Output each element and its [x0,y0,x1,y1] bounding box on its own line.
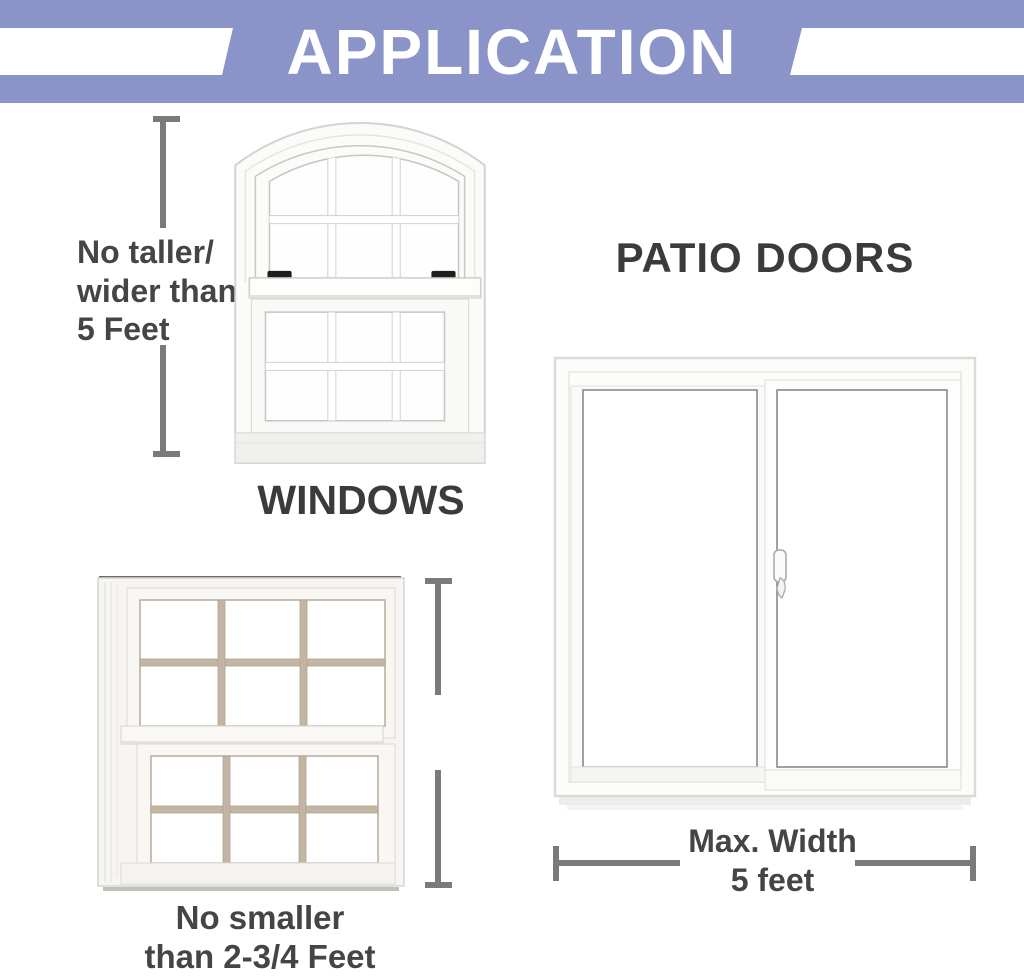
application-banner: APPLICATION [0,0,1024,103]
left-door-glass [582,389,758,768]
measure-bottom-line [435,770,441,888]
note-line: Max. Width [688,823,857,859]
door-handle [773,549,787,599]
note-line: than 2-3/4 Feet [144,938,376,975]
measure-bottom-cap [425,882,452,888]
upper-sash-muntins [269,155,459,280]
arched-double-hung-window-image [234,122,486,464]
measure-top-cap [153,116,180,122]
banner-title: APPLICATION [286,15,738,88]
measure-bottom-cap [153,451,180,457]
note-line: No taller/ [77,234,214,270]
banner-left-accent-shape [0,28,233,75]
measure-top-line [160,116,166,228]
windows-max-size-note: No taller/ wider than 5 Feet [77,233,237,349]
door-max-width-note: Max. Width 5 feet [630,822,915,900]
measure-left-line [553,860,680,866]
note-line: 5 Feet [77,311,170,347]
note-line: 5 feet [730,862,815,898]
square-double-hung-window-image [97,576,405,891]
measure-right-cap [970,846,976,881]
right-door-glass [776,389,948,768]
measure-bottom-line [160,345,166,457]
measure-top-line [435,578,441,695]
note-line: wider than [77,272,238,309]
patio-doors-heading: PATIO DOORS [615,234,915,281]
banner-right-accent-shape [790,28,1024,75]
note-line: No smaller [175,899,345,936]
windows-min-size-note: No smaller than 2-3/4 Feet [110,898,410,976]
measure-right-line [855,860,976,866]
windows-section-label: WINDOWS [257,477,465,523]
sliding-patio-door-image [553,356,977,810]
